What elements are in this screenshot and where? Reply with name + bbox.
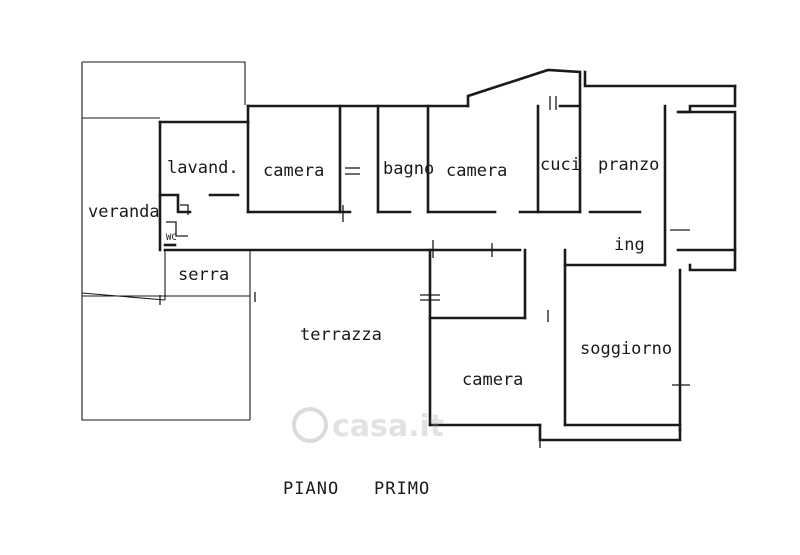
watermark-text: casa.it — [332, 409, 444, 444]
site-boundary — [81, 61, 251, 421]
room-label-lavanderia: lavand. — [167, 158, 239, 178]
room-label-wc: WC — [166, 233, 177, 243]
room-label-soggiorno: soggiorno — [580, 339, 672, 359]
room-label-terrazza: terrazza — [300, 325, 382, 345]
watermark-logo: casa.it — [292, 407, 444, 444]
room-label-ingresso: ing — [614, 235, 645, 255]
caption-level: PRIMO — [374, 479, 430, 499]
room-label-pranzo: pranzo — [598, 155, 659, 175]
caption-floor: PIANO — [283, 479, 339, 499]
room-label-veranda: veranda — [88, 202, 160, 222]
room-label-bagno: bagno — [383, 159, 434, 179]
building-walls — [158, 68, 737, 442]
room-label-serra: serra — [178, 265, 229, 285]
room-label-camera-2: camera — [446, 161, 507, 181]
room-label-cucina: cuci — [540, 155, 581, 175]
door-marks — [159, 96, 690, 448]
room-label-camera-1: camera — [263, 161, 324, 181]
room-label-camera-3: camera — [462, 370, 523, 390]
